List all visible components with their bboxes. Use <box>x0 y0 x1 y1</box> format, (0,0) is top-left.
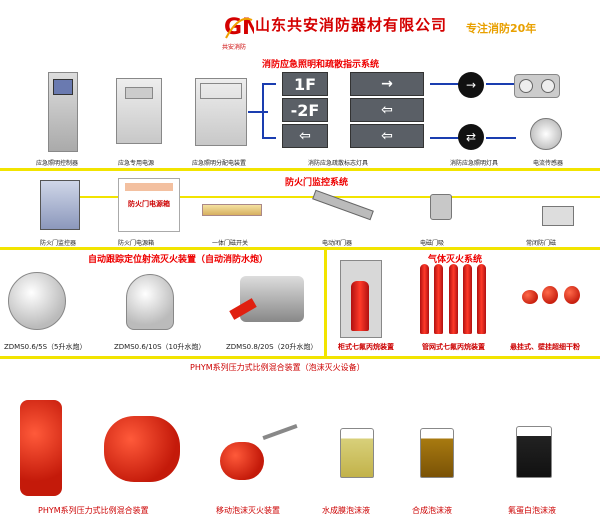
foam-tank-vertical <box>20 400 62 496</box>
cabinet-gas-unit <box>340 260 382 338</box>
water-cannon-10l <box>126 274 174 330</box>
power-supply-cabinet <box>116 78 162 144</box>
label: 应急专用电源 <box>118 160 155 167</box>
label: 防火门监控器 <box>40 240 77 247</box>
divider <box>0 168 600 171</box>
powder-ball <box>522 290 538 304</box>
exit-sign-small: ⇦ <box>282 124 328 148</box>
company-name: 山东共安消防器材有限公司 <box>255 16 448 34</box>
powder-ball <box>542 286 558 304</box>
label: 消防应急照明灯具 <box>450 160 499 167</box>
logo-subtitle: 共安消防 <box>222 44 247 51</box>
label: 水成膜泡沫液 <box>322 506 370 515</box>
foam-nozzle <box>262 423 298 441</box>
mobile-foam-tank <box>220 442 264 480</box>
label: 应急照明分配电装置 <box>192 160 247 167</box>
water-cannon-20l <box>229 276 304 322</box>
synthetic-foam-jar <box>420 428 454 478</box>
wire <box>486 83 516 85</box>
foam-tank-horizontal <box>104 416 180 482</box>
label: ZDMS0.6/10S（10升水炮） <box>114 343 206 351</box>
wire <box>262 137 276 139</box>
label: 柜式七氟丙烷装置 <box>338 343 394 351</box>
label: 电动闭门器 <box>322 240 353 247</box>
exit-sign-wide: ⇦ <box>350 98 424 122</box>
section-title-cannon: 自动跟踪定位射流灭火装置（自动消防水炮） <box>88 255 269 265</box>
divider <box>0 247 600 250</box>
section-title-foam: PHYM系列压力式比例混合装置（泡沫灭火设备） <box>190 363 365 372</box>
divider <box>0 356 600 359</box>
section-title-firedoor: 防火门监控系统 <box>285 178 349 188</box>
label: 移动泡沫灭火装置 <box>216 506 280 515</box>
floor-sign-1f: 1F <box>282 72 328 96</box>
current-sensor <box>530 118 562 150</box>
label: 电流传感器 <box>533 160 564 167</box>
wire <box>248 111 268 113</box>
distribution-box <box>195 78 247 146</box>
wire <box>262 83 264 139</box>
round-exit-light-icon: ⇄ <box>458 124 484 150</box>
wire <box>430 83 460 85</box>
door-switch <box>202 204 262 216</box>
label: 悬挂式、壁挂超细干粉 <box>510 343 580 351</box>
label: 防火门电源箱 <box>118 240 155 247</box>
emergency-lamp <box>514 74 560 98</box>
pipe-network-cylinders <box>420 264 486 334</box>
closed-door-sensor <box>542 206 574 226</box>
round-exit-light-icon: → <box>458 72 484 98</box>
power-box-text: 防火门电源箱 <box>128 200 170 208</box>
label: PHYM系列压力式比例混合装置 <box>38 506 149 515</box>
wire <box>430 137 460 139</box>
label: 应急照明控制器 <box>36 160 79 167</box>
divider-vertical <box>324 247 327 357</box>
wire <box>80 196 120 198</box>
exit-arrow-right-sign: → <box>350 72 424 96</box>
afff-jar <box>340 428 374 478</box>
door-power-box: 防火门电源箱 <box>118 178 180 232</box>
label: 常闭防门磁 <box>526 240 557 247</box>
water-cannon-5l <box>8 272 66 330</box>
wire <box>486 137 516 139</box>
section-title-gas: 气体灭火系统 <box>428 255 483 265</box>
wire <box>262 83 276 85</box>
label: 合成泡沫液 <box>412 506 452 515</box>
company-slogan: 专注消防20年 <box>466 22 537 35</box>
door-closer <box>312 189 374 221</box>
powder-ball <box>564 286 580 304</box>
exit-arrow-left-sign: ⇦ <box>350 124 424 148</box>
protein-foam-jar <box>516 426 552 478</box>
label: 消防应急疏散标志灯具 <box>308 160 369 167</box>
label: ZDMS0.6/5S（5升水炮） <box>4 343 87 351</box>
label: 一体门磁开关 <box>212 240 249 247</box>
label: 电磁门吸 <box>420 240 445 247</box>
label: 管网式七氟丙烷装置 <box>422 343 485 351</box>
wire <box>180 196 600 198</box>
magnetic-holder <box>430 194 452 220</box>
door-monitor-panel <box>40 180 80 230</box>
controller-cabinet <box>48 72 78 152</box>
company-logo: GN <box>224 10 260 46</box>
label: ZDMS0.8/20S（20升水炮） <box>226 343 318 351</box>
section-title-emergency: 消防应急照明和疏散指示系统 <box>262 60 380 70</box>
label: 氟蛋白泡沫液 <box>508 506 556 515</box>
floor-sign-minus2f: -2F <box>282 98 328 122</box>
